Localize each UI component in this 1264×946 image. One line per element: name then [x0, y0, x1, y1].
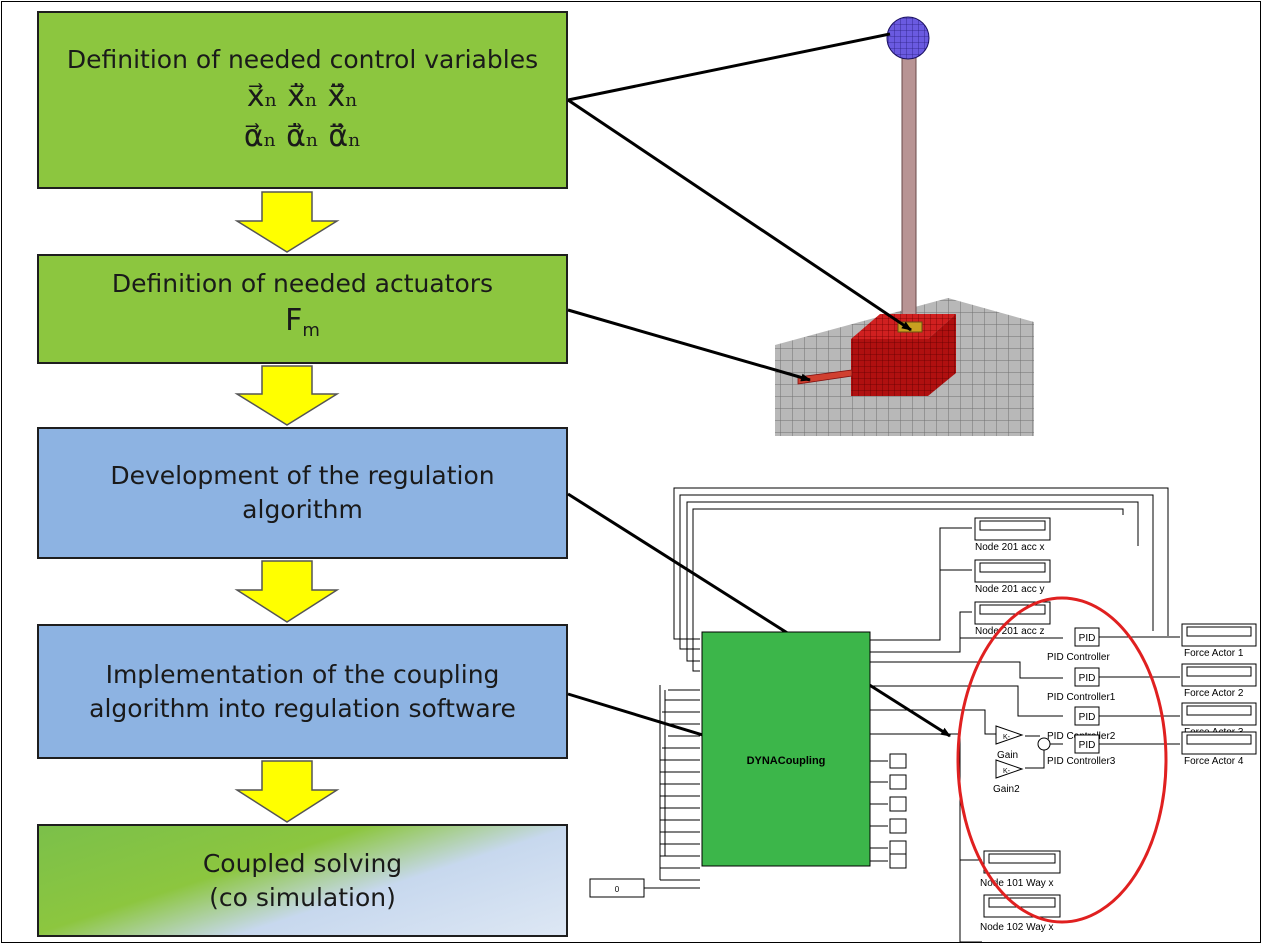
step-regulation-algorithm: Development of the regulation algorithm [37, 427, 568, 559]
cart-front [851, 339, 928, 396]
pid-controller3-label: PID Controller3 [1047, 756, 1116, 767]
step-coupling-label-2: algorithm into regulation software [89, 693, 516, 723]
gain-inner-1: K- [1003, 768, 1011, 775]
sum-block [1037, 737, 1051, 751]
scope-group-top: Node 201 acc x Node 201 acc y Node 201 a… [974, 517, 1051, 637]
step-coupled-solving: Coupled solving (co simulation) [37, 824, 568, 937]
feedback-wires [673, 487, 1169, 672]
flow-arrow-4 [234, 760, 340, 823]
flow-arrow-3 [234, 560, 340, 623]
step-regulation-label-2: algorithm [242, 495, 363, 524]
flow-arrow-1 [234, 191, 340, 253]
pendulum-ball [886, 16, 930, 60]
force-actor-1-label: Force Actor 1 [1184, 648, 1244, 659]
scope-group-bottom: Node 101 Way x Node 102 Way x [980, 850, 1061, 933]
flow-arrow-2 [234, 365, 340, 426]
connector-to-ball [567, 32, 891, 102]
connector-lines [567, 32, 951, 759]
constant-block-label: 0 [615, 885, 620, 894]
step-control-variables-label: Definition of needed control variables [66, 45, 539, 74]
gain-blocks: K- Gain K- Gain2 [993, 725, 1051, 795]
gain-inner-0: K- [1003, 734, 1011, 741]
step-coupled-label-1: Coupled solving [202, 848, 403, 878]
controller-highlight-ring [956, 596, 1168, 924]
dynacoupling-block [701, 631, 871, 867]
actuator-symbol: Fm [285, 303, 320, 341]
scope-acc-z-label: Node 201 acc z [975, 626, 1045, 637]
pid-inner-0: PID [1079, 633, 1096, 644]
scope-acc-x-label: Node 201 acc x [975, 542, 1045, 553]
terminators [870, 753, 907, 869]
step-regulation-label-1: Development of the regulation [110, 461, 495, 490]
connector-to-joint [567, 98, 912, 332]
force-actor-4-label: Force Actor 4 [1184, 756, 1244, 767]
simulink-model: 0 DYNACoupling [589, 487, 1257, 943]
step-actuators: Definition of needed actuators Fm [37, 254, 568, 364]
force-actors: Force Actor 1 Force Actor 2 Force Actor … [1181, 623, 1257, 767]
step-actuators-label: Definition of needed actuators [111, 269, 494, 298]
cart-side [928, 314, 956, 396]
control-variables-linear: x⃗ₙ ẋ⃗ₙ ẍ⃗ₙ [246, 79, 359, 114]
pendulum-model [775, 16, 1034, 436]
step-coupling-label-1: Implementation of the coupling [105, 659, 500, 689]
pid-controller1-label: PID Controller1 [1047, 692, 1116, 703]
step-coupling-implementation: Implementation of the coupling algorithm… [37, 624, 568, 759]
dynacoupling-block-label: DYNACoupling [747, 755, 826, 767]
scope-way-101-label: Node 101 Way x [980, 878, 1054, 889]
pid-controller-label: PID Controller [1047, 652, 1110, 663]
connector-to-actuator [567, 308, 811, 382]
constant-block [589, 878, 645, 898]
pid-inner-3: PID [1079, 740, 1096, 751]
scope-acc-y-label: Node 201 acc y [975, 584, 1045, 595]
actuator-rod [797, 369, 853, 385]
step-control-variables: Definition of needed control variables x… [37, 11, 568, 189]
connector-to-controllers [567, 492, 951, 738]
step-coupled-label-2: (co simulation) [209, 882, 396, 912]
force-actor-2-label: Force Actor 2 [1184, 688, 1244, 699]
output-wires [870, 527, 1063, 943]
gain-label: Gain [997, 750, 1018, 761]
pid-inner-1: PID [1079, 673, 1096, 684]
pid-inner-2: PID [1079, 712, 1096, 723]
pendulum-rod [901, 39, 917, 333]
control-variables-angular: α⃗ₙ α̇⃗ₙ α̈⃗ₙ [243, 119, 362, 154]
gain2-label: Gain2 [993, 784, 1020, 795]
input-wires [644, 685, 700, 889]
scope-way-102-label: Node 102 Way x [980, 922, 1054, 933]
pid-controllers: PID PID Controller PID PID Controller1 P… [1047, 627, 1116, 767]
